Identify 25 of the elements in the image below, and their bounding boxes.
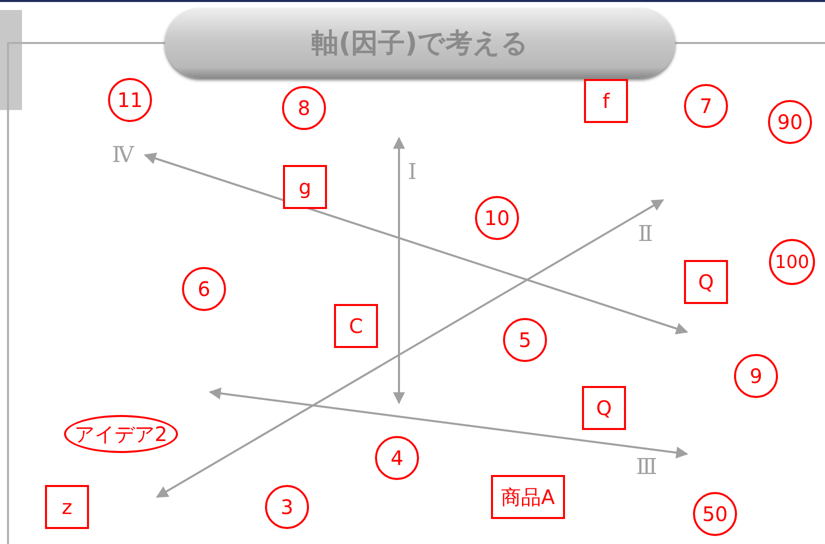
axis-label: Ⅲ (636, 455, 658, 480)
letter-box: 商品A (491, 475, 565, 519)
letter-box: Q (582, 386, 626, 430)
number-circle: 100 (769, 239, 815, 285)
letter-box: f (584, 79, 628, 123)
number-circle: 90 (768, 100, 812, 144)
title-banner: 軸(因子)で考える (165, 8, 675, 78)
number-circle: 10 (475, 196, 519, 240)
number-circle: 3 (265, 485, 309, 529)
number-circle: 8 (282, 86, 326, 130)
idea-ellipse: アイデア2 (64, 415, 178, 453)
letter-box: g (283, 165, 327, 209)
number-circle: 5 (503, 318, 547, 362)
number-circle: 6 (182, 267, 226, 311)
number-circle: 4 (375, 436, 419, 480)
letter-box: Q (684, 260, 728, 304)
number-circle: 7 (684, 84, 728, 128)
axis-label: Ⅱ (638, 222, 653, 247)
axis-label: Ⅳ (112, 143, 134, 168)
number-circle: 9 (734, 354, 778, 398)
number-circle: 50 (693, 492, 737, 536)
number-circle: 11 (108, 78, 152, 122)
letter-box: C (334, 304, 378, 348)
letter-box: z (45, 485, 89, 529)
axis-label: Ⅰ (408, 160, 417, 185)
